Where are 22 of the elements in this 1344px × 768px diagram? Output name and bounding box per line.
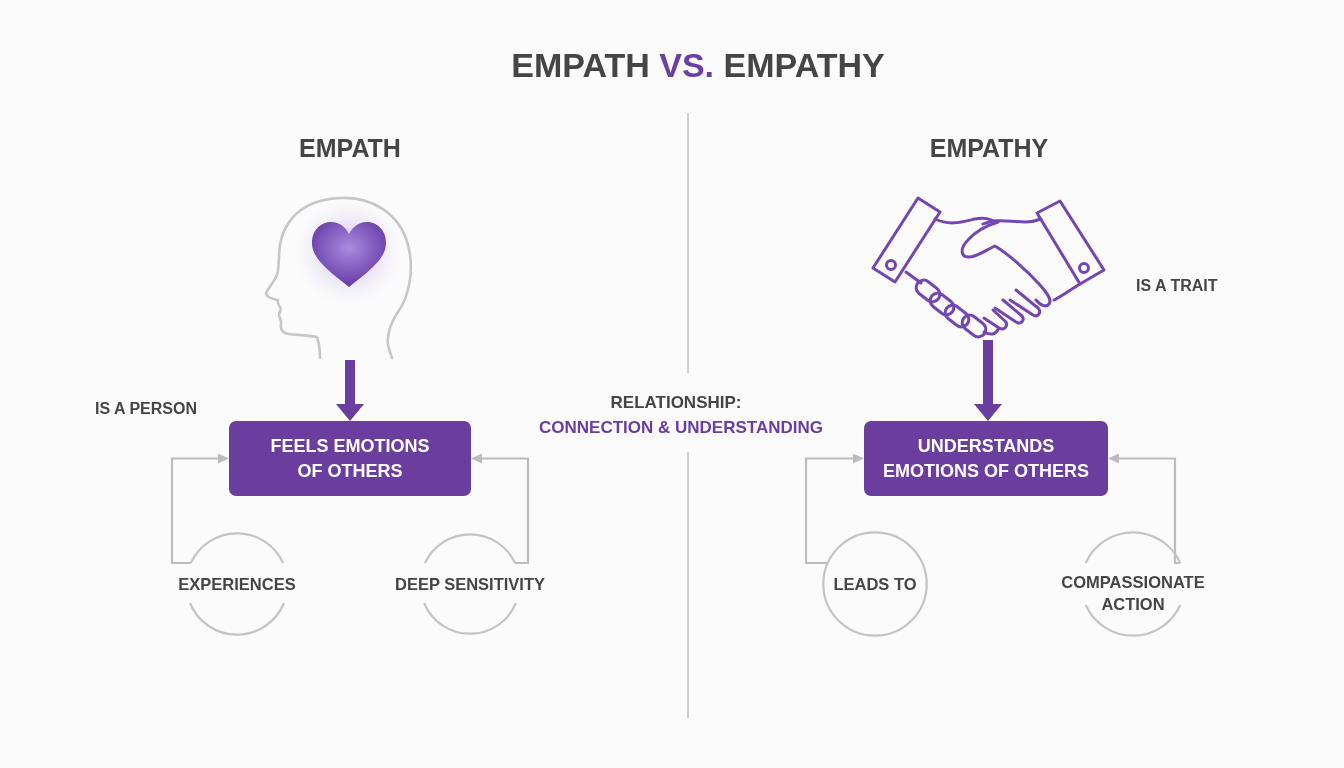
node-text: COMPASSIONATE ACTION (1060, 572, 1206, 615)
relationship-text: CONNECTION & UNDERSTANDING (539, 418, 823, 438)
connector-arrow (1108, 453, 1181, 565)
process-box (864, 421, 1108, 496)
node-text: UNDERSTANDS EMOTIONS OF OTHERS (882, 434, 1090, 483)
node-text: DEEP SENSITIVITY (394, 574, 546, 595)
node-text: FEELS EMOTIONS OF OTHERS (269, 434, 431, 483)
section-heading: EMPATHY (929, 133, 1049, 163)
diagram-title: EMPATH VS. EMPATHY (511, 45, 885, 85)
connector-arrow (170, 453, 229, 565)
node-text: LEADS TO (833, 574, 917, 595)
arrow (336, 360, 364, 421)
arrow (974, 340, 1002, 421)
node-text: EXPERIENCES (178, 574, 296, 595)
connector-arrow (804, 453, 864, 565)
head-illustration (262, 196, 414, 360)
process-box (229, 421, 471, 496)
side-note: IS A TRAIT (1136, 275, 1218, 295)
connector-arrow (471, 453, 530, 565)
side-note: IS A PERSON (95, 398, 197, 418)
section-heading: EMPATH (299, 133, 401, 163)
relationship-heading: RELATIONSHIP: (610, 393, 742, 413)
